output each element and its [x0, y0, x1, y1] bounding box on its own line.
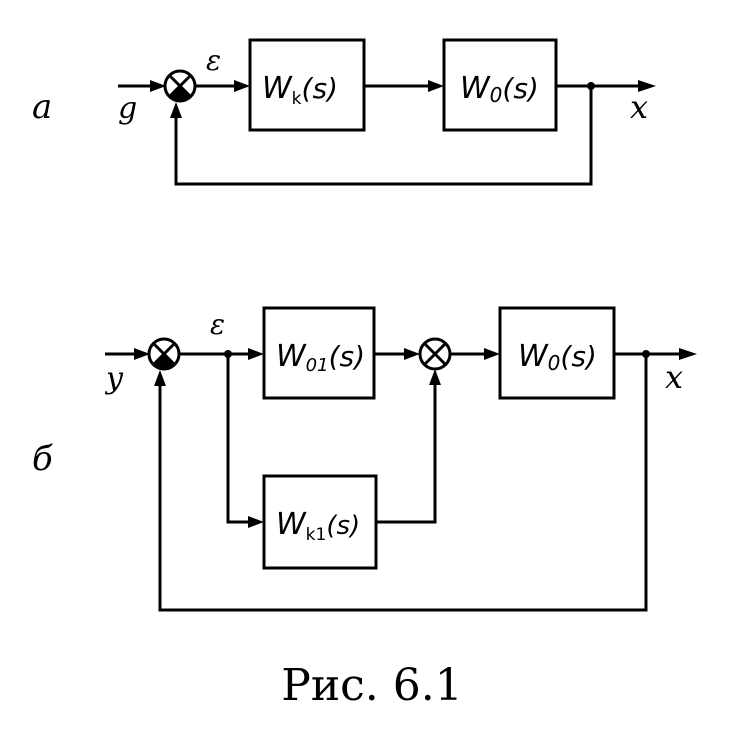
block-w0-b: [498, 306, 616, 400]
input-label-a: g: [118, 91, 137, 126]
arrowhead-w01: [248, 348, 264, 360]
block-wk-label: Wk(s): [262, 71, 338, 109]
feedback-arrowhead-a: [170, 102, 182, 118]
block-w0-b-label: W0(s): [518, 339, 597, 375]
arrowhead-wk1: [248, 516, 264, 528]
panel-label-b: б: [32, 439, 53, 479]
feedback-line-b: [158, 354, 648, 612]
panel-label-a: а: [32, 87, 52, 127]
output-arrowhead-b: [679, 348, 697, 360]
block-wk1-label: Wk1(s): [276, 507, 360, 545]
input-label-b: y: [104, 361, 124, 396]
input-arrowhead-b: [134, 348, 150, 360]
arrowhead-wk1-up: [429, 369, 441, 385]
block-w0-a-label: W0(s): [460, 71, 539, 107]
arrowhead-sum2: [404, 348, 420, 360]
line-wk1-to-sum2: [376, 377, 437, 524]
branch-line-to-wk1: [226, 354, 256, 524]
error-label-a: ε: [206, 44, 221, 77]
output-label-a: x: [630, 88, 648, 126]
diagram-b: б y ε W01(s): [32, 306, 697, 612]
output-label-b: x: [665, 358, 683, 396]
output-arrowhead-a: [638, 80, 656, 92]
figure-caption: Рис. 6.1: [281, 660, 463, 711]
feedback-line-a: [174, 86, 593, 186]
feedback-arrowhead-b: [154, 370, 166, 386]
block-wk: [248, 38, 366, 132]
error-label-b: ε: [210, 308, 225, 341]
arrowhead-w0-b: [484, 348, 500, 360]
input-arrowhead-a: [150, 80, 166, 92]
arrowhead-w0-a: [428, 80, 444, 92]
arrowhead-wk: [234, 80, 250, 92]
summing-junction-a: [163, 69, 197, 103]
summing-junction-b1: [147, 337, 181, 371]
summing-junction-b2: [418, 337, 452, 371]
diagram-a: а g ε Wk(s) W0(s) x: [32, 38, 656, 186]
block-w01-label: W01(s): [276, 339, 365, 376]
